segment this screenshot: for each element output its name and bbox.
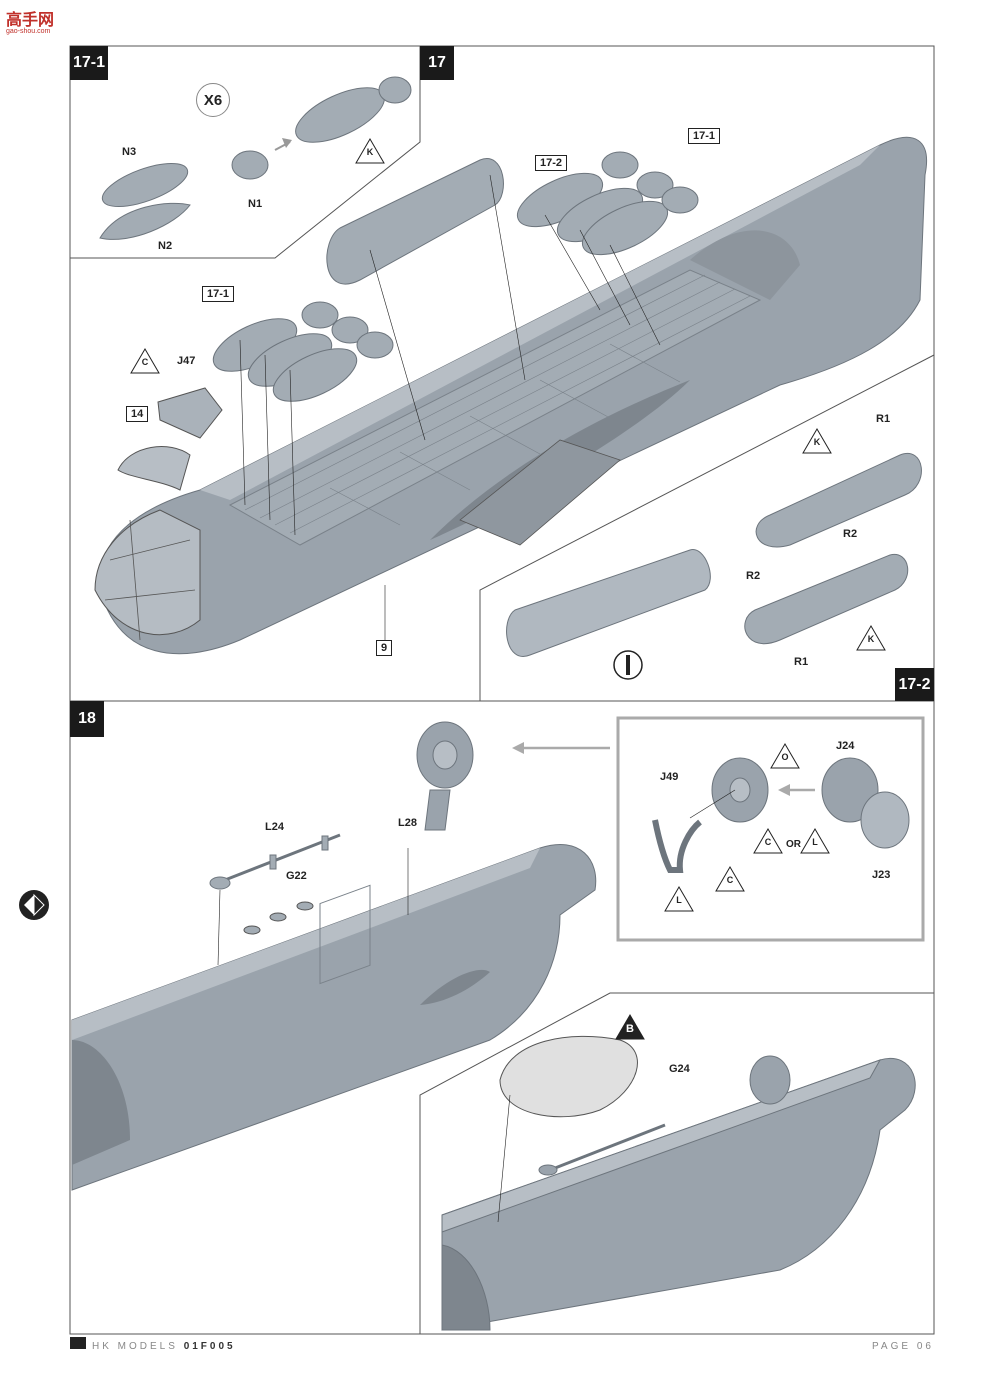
paint-triangle-l1: L <box>800 828 830 854</box>
triangle-icon <box>615 1014 645 1040</box>
part-j23: J23 <box>872 869 891 881</box>
triangle-icon <box>753 828 783 854</box>
watermark-logo: 高手网 <box>6 12 55 29</box>
part-g24: G24 <box>669 1063 690 1075</box>
ref-17-1-top: 17-1 <box>688 128 721 144</box>
step-header-17: 17 <box>420 46 454 80</box>
part-l28: L28 <box>398 817 417 829</box>
paint-triangle-l2: L <box>664 886 694 912</box>
multiplier-text: X6 <box>203 91 223 109</box>
part-l24: L24 <box>265 821 284 833</box>
ref-9: 9 <box>376 640 393 656</box>
part-r1-bottom: R1 <box>794 656 809 668</box>
step-header-18: 18 <box>70 701 104 737</box>
triangle-icon <box>770 743 800 769</box>
fuselage-inset-18 <box>441 1055 916 1331</box>
bombs-group-left <box>212 301 394 402</box>
part-n2: N2 <box>158 240 173 252</box>
triangle-icon <box>355 138 385 164</box>
footer-page: PAGE 06 <box>872 1341 934 1352</box>
triangle-icon <box>802 428 832 454</box>
wheel-assembly-18 <box>416 721 474 831</box>
tank-subassembly-17-2 <box>506 452 922 657</box>
paint-code: K <box>366 147 374 157</box>
paint-code: B <box>626 1023 634 1035</box>
footer-brand-text: HK MODELS <box>92 1341 178 1352</box>
ref-17-1-left: 17-1 <box>202 286 235 302</box>
paint-triangle-c2: C <box>753 828 783 854</box>
canopy-part-j47 <box>157 387 223 439</box>
paint-triangle-k3: K <box>856 625 886 651</box>
paint-code: K <box>867 634 875 644</box>
paint-code: C <box>726 875 734 885</box>
footer-brand: HK MODELS 01F005 <box>92 1341 236 1352</box>
part-r2-left: R2 <box>746 570 761 582</box>
triangle-icon <box>130 348 160 374</box>
paint-code: L <box>676 895 682 905</box>
part-j47: J47 <box>177 355 196 367</box>
page-direction-icon <box>19 890 49 920</box>
leader-lines-18 <box>217 789 736 1223</box>
part-j49: J49 <box>660 771 679 783</box>
fuselage-step17 <box>94 136 927 655</box>
paint-triangle-b1: B <box>615 1014 645 1040</box>
part-j24: J24 <box>836 740 855 752</box>
paint-code: K <box>813 437 821 447</box>
footer-code: 01F005 <box>183 1341 236 1352</box>
canopy-g24 <box>499 1035 638 1118</box>
drop-tank-step17 <box>326 158 504 285</box>
fuselage-step18 <box>71 843 597 1191</box>
bombs-group-right <box>516 151 699 256</box>
leader-lines-17 <box>239 174 661 640</box>
part-n3: N3 <box>122 146 137 158</box>
hk-logo-mark <box>70 1337 86 1349</box>
triangle-icon <box>664 886 694 912</box>
triangle-icon <box>856 625 886 651</box>
ref-17-2: 17-2 <box>535 155 568 171</box>
detail-wheel-parts <box>652 757 910 873</box>
part-g22: G22 <box>286 870 307 882</box>
part-r1-top: R1 <box>876 413 891 425</box>
paint-triangle-c3: C <box>715 866 745 892</box>
or-text: OR <box>786 839 801 850</box>
step-header-17-1: 17-1 <box>70 46 108 80</box>
ref-14: 14 <box>126 406 149 422</box>
part-r2-right: R2 <box>843 528 858 540</box>
paint-code: C <box>764 837 772 847</box>
paint-triangle-c1: C <box>130 348 160 374</box>
part-n1: N1 <box>248 198 263 210</box>
paint-triangle-k1: K <box>355 138 385 164</box>
triangle-icon <box>800 828 830 854</box>
antennas-g22 <box>243 901 314 935</box>
paint-code: L <box>812 837 818 847</box>
watermark-url: gao-shou.com <box>6 28 51 35</box>
panel-borders <box>69 45 935 1335</box>
step-header-17-2: 17-2 <box>895 668 934 701</box>
rail-l24 <box>209 833 341 890</box>
paint-code: O <box>781 752 789 762</box>
paint-triangle-o1: O <box>770 743 800 769</box>
canopy-part-14 <box>117 446 191 491</box>
triangle-icon <box>715 866 745 892</box>
bomb-subassembly-17-1 <box>99 76 412 240</box>
paint-triangle-k2: K <box>802 428 832 454</box>
multiplier-badge: X6 <box>196 83 230 117</box>
paint-code: C <box>141 357 149 367</box>
